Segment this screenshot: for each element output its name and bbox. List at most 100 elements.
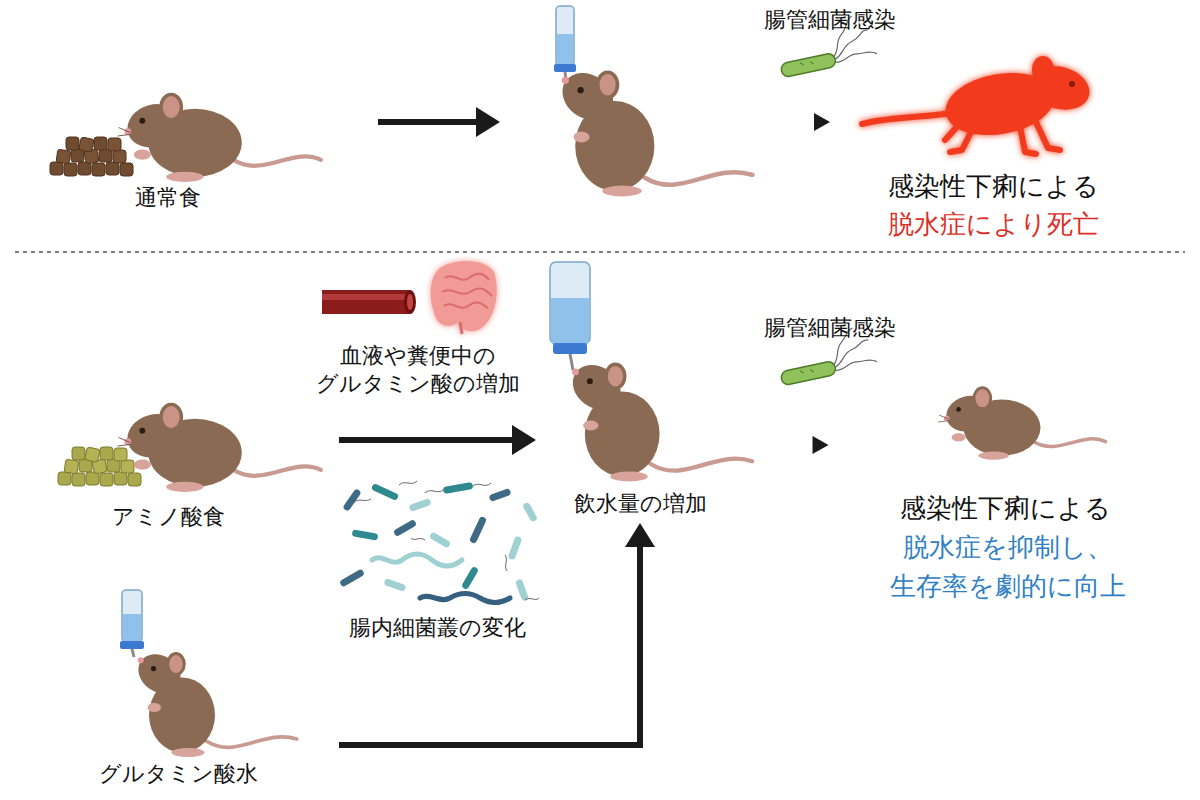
arrow-line xyxy=(378,119,478,125)
intestine xyxy=(460,322,462,334)
food-pellets xyxy=(50,162,63,175)
gut-bacteria xyxy=(443,482,474,494)
arrow-head xyxy=(813,436,829,454)
food-pellets xyxy=(121,460,134,473)
gut-bacteria xyxy=(371,483,399,501)
figure-group: グルタミン酸水 xyxy=(51,584,339,793)
food-pellets xyxy=(58,472,71,485)
mouse-figure xyxy=(131,646,297,757)
bacterium xyxy=(835,357,877,370)
food-pellets xyxy=(66,137,79,150)
food-pellets xyxy=(85,447,100,462)
food-pellets xyxy=(92,163,105,176)
gut-bacteria xyxy=(339,568,365,587)
food-pellets xyxy=(128,473,141,486)
blood-vessel xyxy=(322,290,416,314)
food-pellets xyxy=(71,149,84,162)
bacterium xyxy=(780,361,837,386)
gut-bacteria xyxy=(383,578,406,592)
food-pellets xyxy=(100,473,113,486)
gut-bacteria xyxy=(488,488,511,502)
dying-mouse xyxy=(862,56,1094,154)
flow-arrow xyxy=(339,523,655,745)
food-pellets xyxy=(64,163,77,176)
food-pellets xyxy=(100,447,113,460)
gut-bacteria xyxy=(393,519,417,537)
gut-bacteria xyxy=(429,531,452,548)
food-pellets xyxy=(114,472,127,485)
gut-bacteria xyxy=(408,498,431,512)
caption: 感染性下痢による xyxy=(900,490,1111,526)
connector-line xyxy=(339,437,514,443)
dying-mouse xyxy=(1069,81,1075,87)
gut-bacteria xyxy=(508,536,523,561)
gut-bacteria xyxy=(352,529,379,540)
water-bottle xyxy=(551,298,589,343)
gut-bacteria xyxy=(372,554,462,566)
bacterium xyxy=(800,368,814,375)
dying-mouse xyxy=(1032,56,1054,84)
figure-group: 感染性下痢による脱水症により死亡 xyxy=(856,51,1139,246)
food-pellets xyxy=(120,163,133,176)
bacterium xyxy=(835,49,877,62)
mouse-figure xyxy=(118,404,321,492)
gut-bacteria xyxy=(383,578,406,592)
caption: 感染性下痢による xyxy=(888,168,1099,204)
caption: 通常食 xyxy=(135,184,201,213)
annotation-label: 腸管細菌感染 xyxy=(764,6,896,35)
gut-bacteria xyxy=(461,566,479,590)
food-pellets xyxy=(72,473,85,486)
water-bottle xyxy=(550,262,590,370)
caption: グルタミン酸水 xyxy=(99,760,258,789)
water-bottle xyxy=(122,590,142,642)
flow-arrow xyxy=(339,425,536,455)
gut-bacteria xyxy=(443,482,474,494)
water-bottle xyxy=(556,6,574,66)
flow-arrow xyxy=(762,436,879,454)
gut-bacteria xyxy=(371,483,399,501)
intestine xyxy=(431,261,497,334)
mouse-figure xyxy=(564,356,752,482)
gut-bacteria xyxy=(352,529,379,540)
divider-line xyxy=(15,251,1185,253)
gut-bacteria xyxy=(353,481,539,600)
food-pellets xyxy=(108,138,121,151)
gut-bacteria xyxy=(469,516,487,544)
annotation-label: 腸管細菌感染 xyxy=(764,314,896,343)
food-pellets xyxy=(50,137,133,176)
annotation-label: 腸内細菌叢の変化 xyxy=(349,614,526,643)
food-pellets xyxy=(72,447,85,460)
water-bottle xyxy=(550,262,590,344)
caption-line: 脱水症を抑制し、 生存率を劇的に向上 xyxy=(883,528,1133,606)
caption-line: 脱水症により死亡 xyxy=(888,206,1099,242)
water-bottle xyxy=(570,354,573,370)
gut-bacteria xyxy=(515,578,529,601)
connector-line xyxy=(339,545,640,745)
food-pellets xyxy=(113,150,126,163)
food-pellets xyxy=(64,459,79,474)
gut-bacteria xyxy=(508,536,523,561)
arrow-head xyxy=(476,107,500,137)
gut-bacteria xyxy=(393,519,417,537)
figure-group: 通常食 xyxy=(41,76,329,217)
figure-group: 飲水量の増加 xyxy=(536,258,762,523)
arrow-head xyxy=(512,425,536,455)
gut-bacteria xyxy=(488,488,511,502)
bacterium xyxy=(800,60,814,67)
mouse-figure xyxy=(938,388,1105,460)
gut-bacteria xyxy=(522,502,538,523)
gut-bacteria xyxy=(420,594,510,603)
gut-bacteria xyxy=(469,516,487,544)
blood-vessel xyxy=(404,290,416,314)
water-bottle xyxy=(554,64,576,72)
food-pellets xyxy=(106,162,119,175)
arrow-head xyxy=(625,523,655,547)
figure-group: アミノ酸食 xyxy=(41,384,339,536)
water-bottle xyxy=(557,34,573,65)
water-bottle xyxy=(553,343,587,354)
water-bottle xyxy=(120,641,144,649)
water-bottle xyxy=(554,6,576,80)
food-pellets xyxy=(79,137,94,152)
